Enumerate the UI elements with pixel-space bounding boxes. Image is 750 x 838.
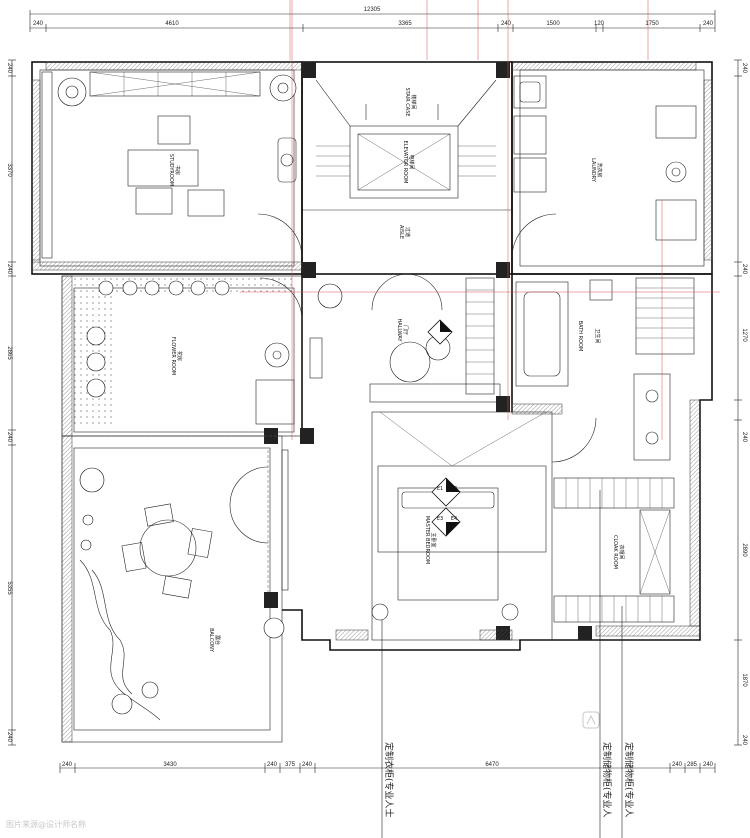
label-balcony-cn: 露台 <box>214 635 221 645</box>
dim-top-1: 240 <box>33 21 44 27</box>
label-elevator-en: ELEVATOR ROOM <box>402 141 408 184</box>
dim-top-6: 120 <box>594 21 605 27</box>
master-bedroom-furniture <box>371 411 547 621</box>
watermark: 图片来源@设计师名称 <box>6 819 86 829</box>
flower-room-area <box>74 278 295 426</box>
dim-bottom-5: 240 <box>302 762 313 768</box>
laundry-fixtures <box>513 75 697 241</box>
right-dimension-lines <box>734 59 742 746</box>
note-wardrobe-left: 定制衣柜(专业人士 <box>383 742 395 818</box>
dim-left-7: 240 <box>6 732 12 743</box>
dim-top-7: 1750 <box>645 21 659 27</box>
elev-mark-e4: E4 <box>451 516 457 522</box>
label-cloak-en: CLOAK ROOM <box>612 535 618 569</box>
study-plant-1 <box>57 77 87 107</box>
dim-left-3: 240 <box>6 264 12 275</box>
left-dimension-lines <box>8 59 16 746</box>
study-room-furniture <box>41 71 297 259</box>
dim-right-4: 240 <box>741 432 747 443</box>
balcony-rock-garden <box>79 467 285 721</box>
label-elevator-cn: 电梯间 <box>408 154 415 169</box>
label-cloak-cn: 衣帽间 <box>618 544 625 559</box>
leader-lines <box>240 0 720 838</box>
elev-mark-e1: E1 <box>437 486 443 492</box>
note-wardrobe-right-2: 定制储物柜(专业人 <box>623 742 635 818</box>
dim-left-4: 2865 <box>6 346 12 360</box>
dim-top-2: 4610 <box>165 21 179 27</box>
label-stair-cn: 楼梯间 <box>410 94 417 109</box>
dim-top-8: 240 <box>703 21 714 27</box>
dim-bottom-1: 240 <box>62 762 73 768</box>
dim-bottom-3: 240 <box>267 762 278 768</box>
elev-mark-e2: E2 <box>451 486 457 492</box>
structural-columns <box>264 62 592 640</box>
dim-right-6: 1870 <box>741 673 747 687</box>
dim-left-1: 240 <box>6 63 12 74</box>
label-aisle-cn: 过道 <box>404 227 411 237</box>
elev-mark-e3: E3 <box>437 516 443 522</box>
label-laundry-en: LAUNDRY <box>590 158 596 183</box>
flower-plants <box>86 280 230 398</box>
label-stair-en: STAIR CASE <box>404 87 410 116</box>
dim-total: 12305 <box>364 7 381 13</box>
label-hallway-cn: 门厅 <box>402 325 409 335</box>
dim-bottom-9: 240 <box>703 762 714 768</box>
note-wardrobe-right-1: 定制储物柜(专业人 <box>601 742 613 818</box>
dim-left-2: 3370 <box>6 163 12 177</box>
label-bath-cn: 卫生间 <box>594 328 601 343</box>
stair-and-elevator <box>302 79 512 211</box>
bathroom-fixtures <box>515 277 695 461</box>
dim-right-5: 2890 <box>741 543 747 557</box>
dim-top-5: 1500 <box>546 21 560 27</box>
top-dimension-lines <box>29 0 716 60</box>
hatched-walls <box>31 61 713 743</box>
label-bath-en: BATH ROOM <box>577 321 583 352</box>
dim-top-3: 3365 <box>398 21 412 27</box>
dim-bottom-4: 375 <box>285 762 296 768</box>
dim-right-7: 240 <box>741 735 747 746</box>
dim-bottom-7: 240 <box>672 762 683 768</box>
label-flower-en: FLOWER ROOM <box>170 337 176 375</box>
label-aisle-en: AISLE <box>398 225 404 239</box>
cloak-room-wardrobes <box>553 477 675 623</box>
label-bedroom-en: MASTER BEDROOM <box>424 516 430 564</box>
dim-bottom-6: 6470 <box>485 762 499 768</box>
label-bedroom-cn: 主卧室 <box>430 532 437 547</box>
dim-right-2: 240 <box>741 264 747 275</box>
elevation-marker-top <box>427 319 453 345</box>
dim-bottom-2: 3430 <box>163 762 177 768</box>
label-flower-cn: 花房 <box>176 351 183 361</box>
watermark-logo-icon <box>582 711 600 729</box>
dim-bottom-8: 285 <box>687 762 698 768</box>
dim-top-4: 240 <box>501 21 512 27</box>
label-studyroom-cn: 书房 <box>174 165 181 175</box>
elevation-marker-bedroom <box>431 477 461 537</box>
hallway-area <box>309 277 501 403</box>
dim-left-5: 240 <box>6 432 12 443</box>
label-laundry-cn: 洗衣房 <box>596 162 603 177</box>
balcony-doors <box>74 435 300 592</box>
study-plant-2 <box>269 74 297 102</box>
dim-right-3: 1270 <box>741 328 747 342</box>
label-studyroom-en: STUDYROOM <box>168 154 174 186</box>
dim-left-6: 5355 <box>6 581 12 595</box>
dim-right-1: 240 <box>741 63 747 74</box>
balcony-dining-set <box>121 503 213 599</box>
label-balcony-en: BALCONY <box>208 628 214 653</box>
bottom-dimension-lines <box>59 763 716 773</box>
label-hallway-en: HALLWAY <box>396 318 402 342</box>
